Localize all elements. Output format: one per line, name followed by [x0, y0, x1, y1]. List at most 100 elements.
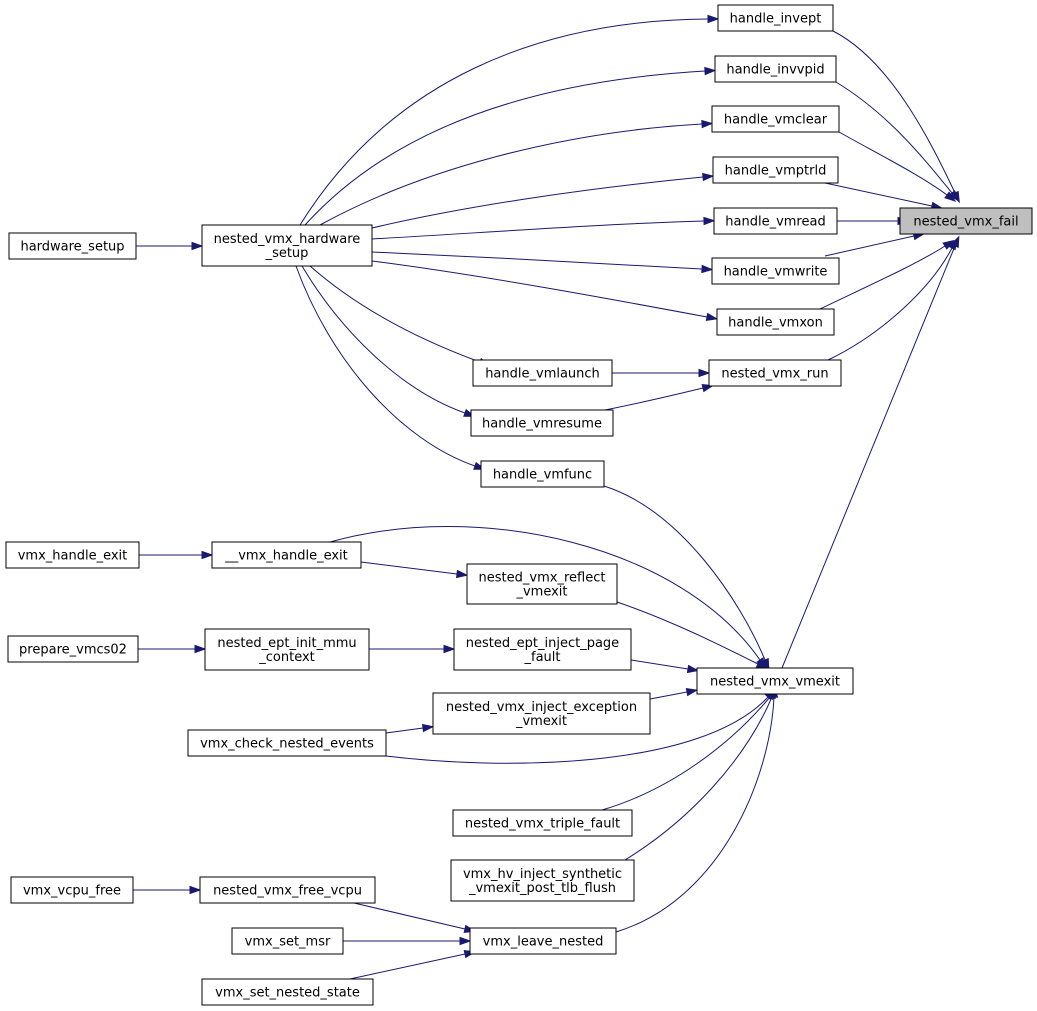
node-vmx_vcpu_free[interactable]: vmx_vcpu_free [10, 876, 134, 904]
node-__vmx_handle_exit[interactable]: __vmx_handle_exit [211, 541, 362, 569]
node-label: nested_vmx_inject_exception [446, 700, 637, 715]
edge-line [630, 659, 689, 670]
node-box [472, 359, 613, 387]
node-nested_ept_inject_page_fault[interactable]: nested_ept_inject_page_fault [453, 628, 632, 671]
arrowhead [194, 644, 207, 654]
edge-vmx_set_nested_state-to-vmx_leave_nested [349, 949, 477, 980]
node-handle_vmfunc[interactable]: handle_vmfunc [480, 460, 605, 488]
edge-line [329, 526, 761, 661]
node-box [899, 207, 1033, 235]
node-handle_vmresume[interactable]: handle_vmresume [470, 409, 614, 437]
node-nested_ept_init_mmu_context[interactable]: nested_ept_init_mmu_context [204, 628, 370, 671]
arrowhead [948, 189, 960, 202]
node-label: nested_vmx_reflect [479, 571, 606, 586]
node-handle_vmwrite[interactable]: handle_vmwrite [711, 257, 840, 285]
edge-line [781, 245, 956, 669]
node-label: handle_vmclear [724, 113, 828, 128]
edge-line [385, 696, 769, 764]
node-nested_vmx_inject_exception_vmexit[interactable]: nested_vmx_inject_exception_vmexit [432, 692, 651, 735]
node-label: vmx_set_msr [245, 935, 331, 950]
arrowhead [944, 191, 957, 202]
edge-line [349, 953, 466, 980]
arrowhead [704, 66, 717, 76]
node-label: _context [258, 650, 315, 665]
node-box [231, 927, 344, 955]
edge-line [385, 727, 424, 734]
arrowhead [201, 550, 214, 560]
edge-nested_ept_inject_page_fault-to-nested_vmx_vmexit [630, 659, 700, 674]
node-vmx_check_nested_events[interactable]: vmx_check_nested_events [187, 729, 387, 757]
node-vmx_handle_exit[interactable]: vmx_handle_exit [5, 541, 140, 569]
edge-hardware_setup-to-nested_vmx_hardware_setup [136, 241, 204, 251]
node-vmx_leave_nested[interactable]: vmx_leave_nested [469, 927, 617, 955]
edge-line [360, 561, 458, 575]
node-handle_vmlaunch[interactable]: handle_vmlaunch [472, 359, 613, 387]
node-box [201, 224, 373, 267]
arrowhead [685, 687, 699, 697]
edge-line [295, 265, 476, 467]
node-label: handle_vmresume [482, 417, 602, 432]
edge-line [371, 176, 704, 229]
node-vmx_hv_inject_synthetic_vmexit_post_tlb_flush[interactable]: vmx_hv_inject_synthetic_vmexit_post_tlb_… [450, 859, 635, 902]
node-handle_vmptrld[interactable]: handle_vmptrld [712, 156, 839, 184]
edge-nested_vmx_hardware_setup-to-handle_vmwrite [371, 251, 714, 274]
node-handle_vmxon[interactable]: handle_vmxon [716, 308, 835, 336]
edge-nested_vmx_inject_exception_vmexit-to-nested_vmx_vmexit [649, 687, 699, 700]
edge-handle_vmptrld-to-nested_vmx_fail [824, 182, 944, 211]
node-label: nested_vmx_vmexit [710, 675, 840, 690]
edge-handle_vmclear-to-nested_vmx_fail [838, 131, 957, 202]
node-label: handle_vmptrld [725, 164, 827, 179]
edge-line [371, 251, 703, 270]
node-nested_vmx_reflect_vmexit[interactable]: nested_vmx_reflect_vmexit [466, 563, 618, 605]
edge-line [649, 691, 688, 700]
node-hardware_setup[interactable]: hardware_setup [8, 232, 137, 260]
node-handle_vmclear[interactable]: handle_vmclear [711, 105, 840, 133]
edge-__vmx_handle_exit-to-nested_vmx_reflect_vmexit [360, 561, 469, 579]
arrowhead [701, 119, 714, 129]
arrowhead [698, 368, 711, 378]
edge-prepare_vmcs02-to-nested_ept_init_mmu_context [138, 644, 207, 654]
edge-nested_ept_init_mmu_context-to-nested_ept_inject_page_fault [369, 644, 456, 654]
node-vmx_set_msr[interactable]: vmx_set_msr [231, 927, 344, 955]
node-label: handle_vmwrite [724, 265, 828, 280]
node-label: vmx_vcpu_free [23, 884, 121, 899]
edge-line [819, 245, 946, 310]
node-label: _vmexit_post_tlb_flush [468, 881, 616, 896]
node-handle_invvpid[interactable]: handle_invvpid [714, 55, 837, 83]
node-box [199, 876, 376, 904]
node-nested_vmx_fail[interactable]: nested_vmx_fail [899, 207, 1033, 235]
node-handle_vmread[interactable]: handle_vmread [713, 207, 838, 235]
node-handle_invept[interactable]: handle_invept [717, 4, 834, 32]
arrowhead [191, 241, 204, 251]
node-box [450, 859, 635, 902]
node-label: nested_vmx_hardware [214, 232, 361, 247]
node-nested_vmx_triple_fault[interactable]: nested_vmx_triple_fault [452, 809, 633, 837]
node-label: _setup [265, 246, 309, 261]
edge-handle_vmxon-to-nested_vmx_fail [819, 239, 955, 310]
node-box [714, 55, 837, 83]
node-label: handle_vmlaunch [485, 367, 600, 382]
node-nested_vmx_free_vcpu[interactable]: nested_vmx_free_vcpu [199, 876, 376, 904]
edge-line [615, 696, 775, 933]
node-nested_vmx_vmexit[interactable]: nested_vmx_vmexit [696, 667, 854, 695]
arrowhead [421, 723, 435, 733]
node-nested_vmx_hardware_setup[interactable]: nested_vmx_hardware_setup [201, 224, 373, 267]
node-prepare_vmcs02[interactable]: prepare_vmcs02 [7, 635, 139, 663]
node-box [711, 257, 840, 285]
edge-line [832, 30, 956, 194]
node-vmx_set_nested_state[interactable]: vmx_set_nested_state [201, 978, 374, 1006]
arrowhead [189, 885, 202, 895]
node-label: _vmexit [515, 714, 567, 729]
node-label: _vmexit [515, 585, 567, 600]
edge-nested_vmx_hardware_setup-to-handle_vmread [371, 216, 716, 240]
edge-line [824, 235, 915, 257]
node-nested_vmx_run[interactable]: nested_vmx_run [708, 359, 842, 387]
call-edges [133, 14, 960, 980]
arrowhead [686, 664, 700, 674]
node-box [5, 541, 140, 569]
edge-vmx_check_nested_events-to-nested_vmx_inject_exception_vmexit [385, 723, 435, 734]
node-box [10, 876, 134, 904]
node-label: handle_vmfunc [493, 468, 592, 483]
edge-nested_vmx_run-to-nested_vmx_fail [827, 237, 958, 361]
